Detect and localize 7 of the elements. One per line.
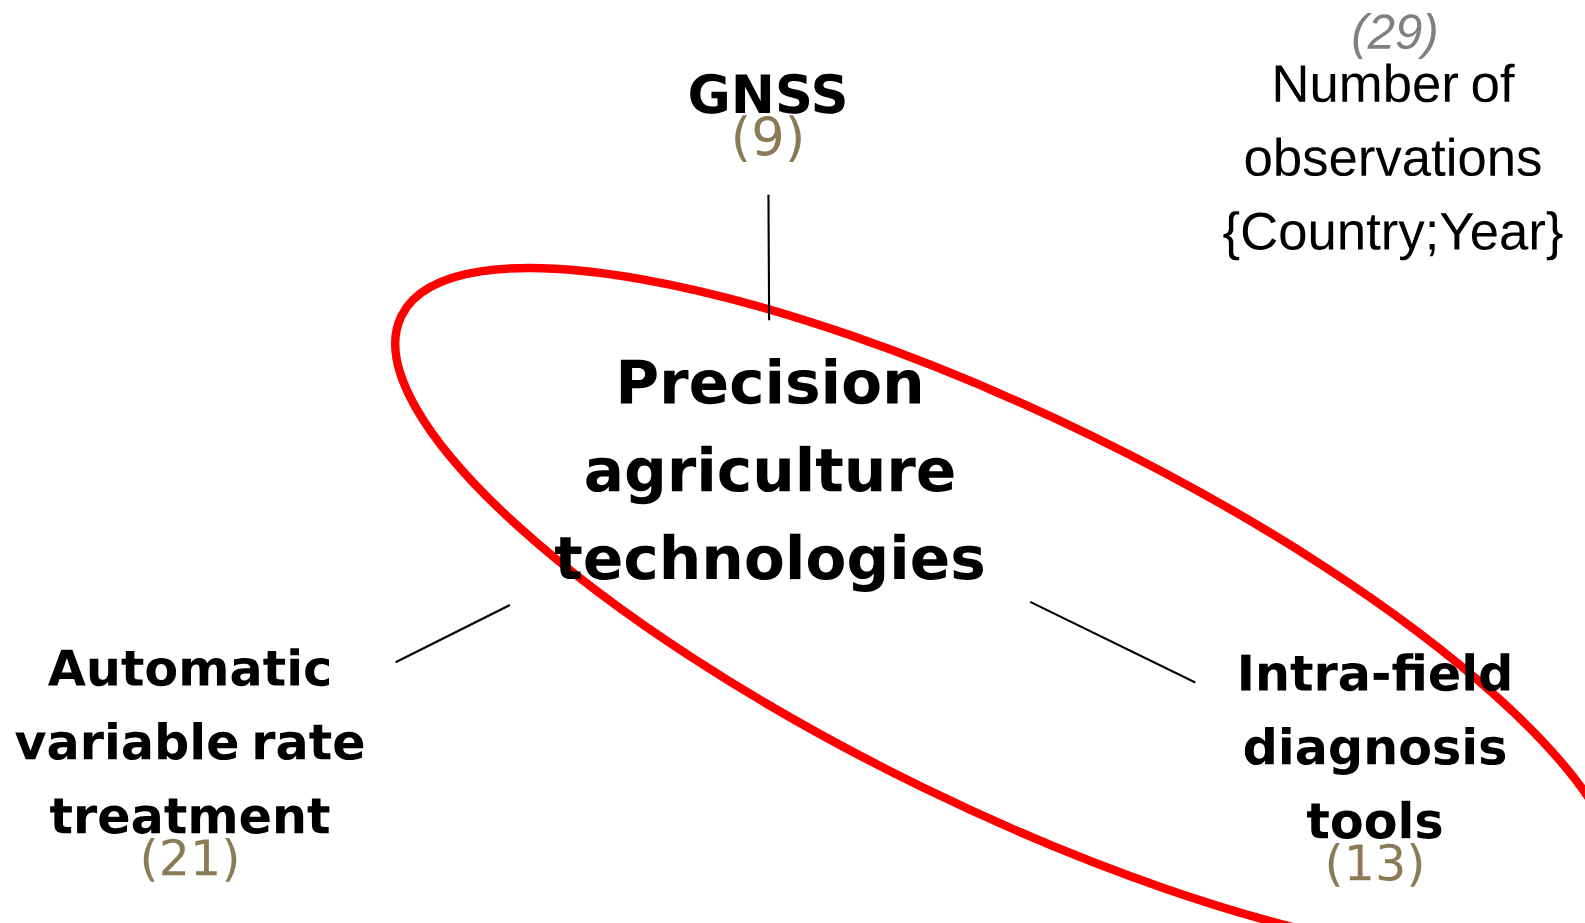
category-label: GNSS (9) (690, 73, 845, 163)
legend-text: Number of observations {Country;Year} (1223, 63, 1563, 261)
connector-line (1029, 600, 1196, 684)
connector-line (395, 604, 511, 664)
category-label: Automatic variable rate treatment (21) (15, 648, 364, 882)
connector-line (767, 194, 771, 321)
note-text: (29) (1353, 13, 1436, 59)
